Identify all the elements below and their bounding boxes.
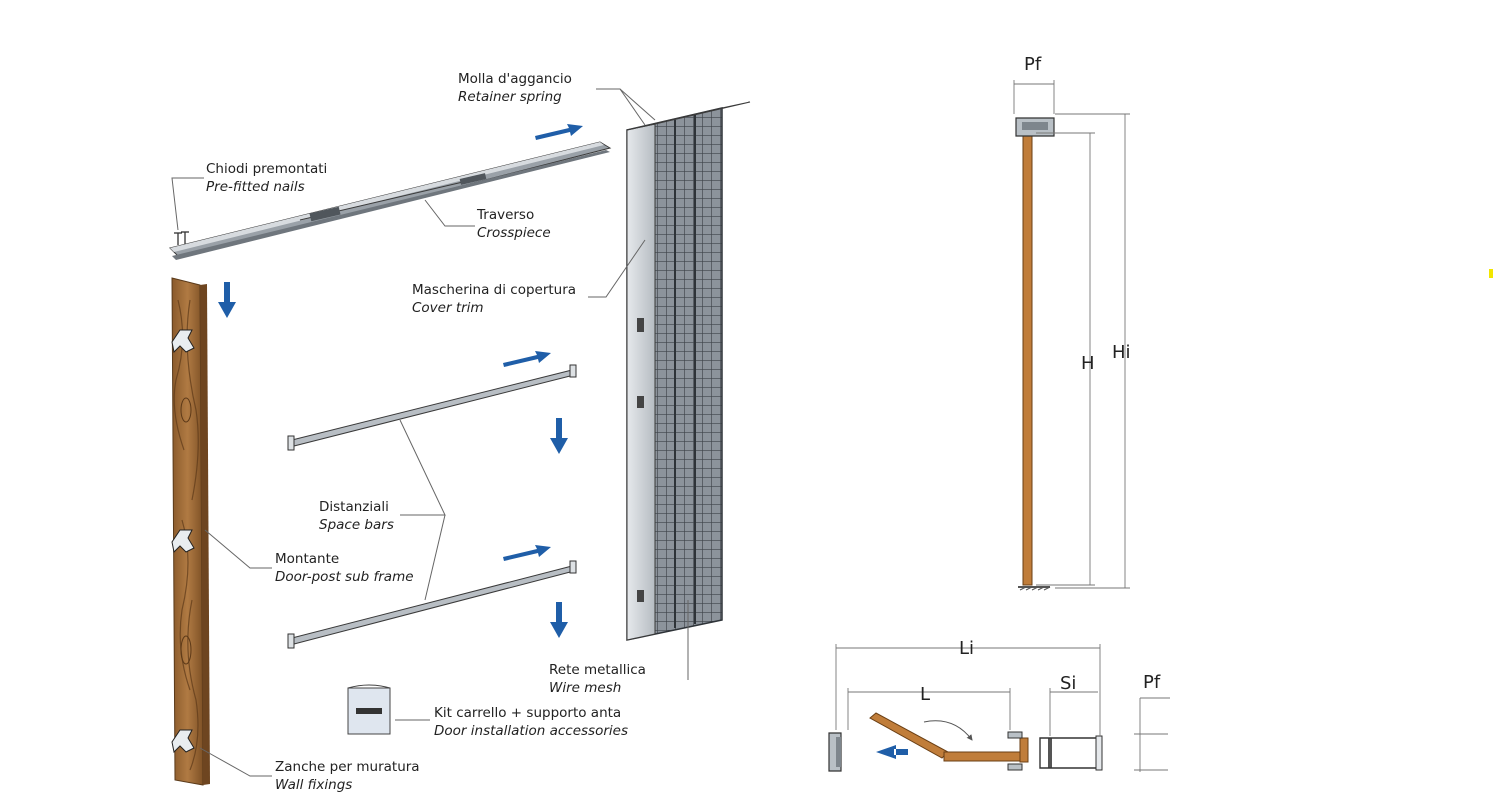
label-crosspiece-en: Crosspiece xyxy=(477,225,551,241)
dim-hi: Hi xyxy=(1112,342,1131,363)
dim-si: Si xyxy=(1060,673,1077,694)
leader-lines xyxy=(171,88,689,777)
assembly-arrows xyxy=(218,124,583,638)
label-retainer-spring-en: Retainer spring xyxy=(458,89,562,105)
label-wall-fixings-it: Zanche per muratura xyxy=(275,759,420,775)
arrow-slide-direction xyxy=(876,745,908,759)
label-cover-trim-en: Cover trim xyxy=(412,300,484,316)
yellow-marker xyxy=(1489,269,1493,278)
arrow-spacebar-1 xyxy=(503,351,551,367)
label-retainer-spring: Molla d'aggancio Retainer spring xyxy=(458,70,572,106)
dim-h: H xyxy=(1081,353,1095,374)
label-door-post-en: Door-post sub frame xyxy=(275,569,414,585)
plan-section xyxy=(828,712,1103,772)
arrow-down-bar-2 xyxy=(550,602,568,638)
label-space-bars-it: Distanziali xyxy=(319,499,389,515)
label-cover-trim: Mascherina di copertura Cover trim xyxy=(412,281,576,317)
label-retainer-spring-it: Molla d'aggancio xyxy=(458,71,572,87)
label-space-bars-en: Space bars xyxy=(319,517,394,533)
vertical-section xyxy=(1015,117,1055,591)
arrow-down-post xyxy=(218,282,236,318)
space-bar-upper xyxy=(287,364,577,451)
dim-li: Li xyxy=(959,638,975,659)
dimension-lines-plan xyxy=(835,644,1170,772)
wall-fixing-3 xyxy=(171,729,195,754)
label-kit-it: Kit carrello + supporto anta xyxy=(434,705,622,721)
space-bar-lower xyxy=(287,560,577,649)
label-door-post-it: Montante xyxy=(275,551,340,567)
label-wire-mesh: Rete metallica Wire mesh xyxy=(549,661,646,697)
dim-pf-side: Pf xyxy=(1143,672,1161,693)
label-wire-mesh-it: Rete metallica xyxy=(549,662,646,678)
dim-l: L xyxy=(920,684,931,705)
label-nails-it: Chiodi premontati xyxy=(206,161,328,177)
label-space-bars: Distanziali Space bars xyxy=(319,498,394,534)
arrow-crosspiece xyxy=(535,124,583,140)
label-pre-fitted-nails: Chiodi premontati Pre-fitted nails xyxy=(206,160,327,196)
pre-fitted-nails xyxy=(174,231,189,245)
label-nails-en: Pre-fitted nails xyxy=(206,179,305,195)
label-cover-trim-it: Mascherina di copertura xyxy=(412,282,577,298)
label-wall-fixings-en: Wall fixings xyxy=(275,777,353,793)
label-wall-fixings: Zanche per muratura Wall fixings xyxy=(275,758,420,794)
label-wire-mesh-en: Wire mesh xyxy=(549,680,622,696)
wall-fixing-1 xyxy=(171,329,195,354)
crosspiece xyxy=(169,141,612,260)
label-kit-en: Door installation accessories xyxy=(434,723,628,739)
label-crosspiece: Traverso Crosspiece xyxy=(477,206,551,242)
dim-pf-top: Pf xyxy=(1024,54,1042,75)
arrow-down-bar-1 xyxy=(550,418,568,454)
label-kit: Kit carrello + supporto anta Door instal… xyxy=(434,704,628,740)
label-crosspiece-it: Traverso xyxy=(477,207,535,223)
accessory-kit-bag xyxy=(347,684,391,735)
wall-fixing-2 xyxy=(171,529,195,554)
arrow-spacebar-2 xyxy=(503,545,551,561)
dimension-lines-vertical xyxy=(1013,80,1130,589)
label-door-post: Montante Door-post sub frame xyxy=(275,550,414,586)
pocket-box xyxy=(626,101,751,641)
